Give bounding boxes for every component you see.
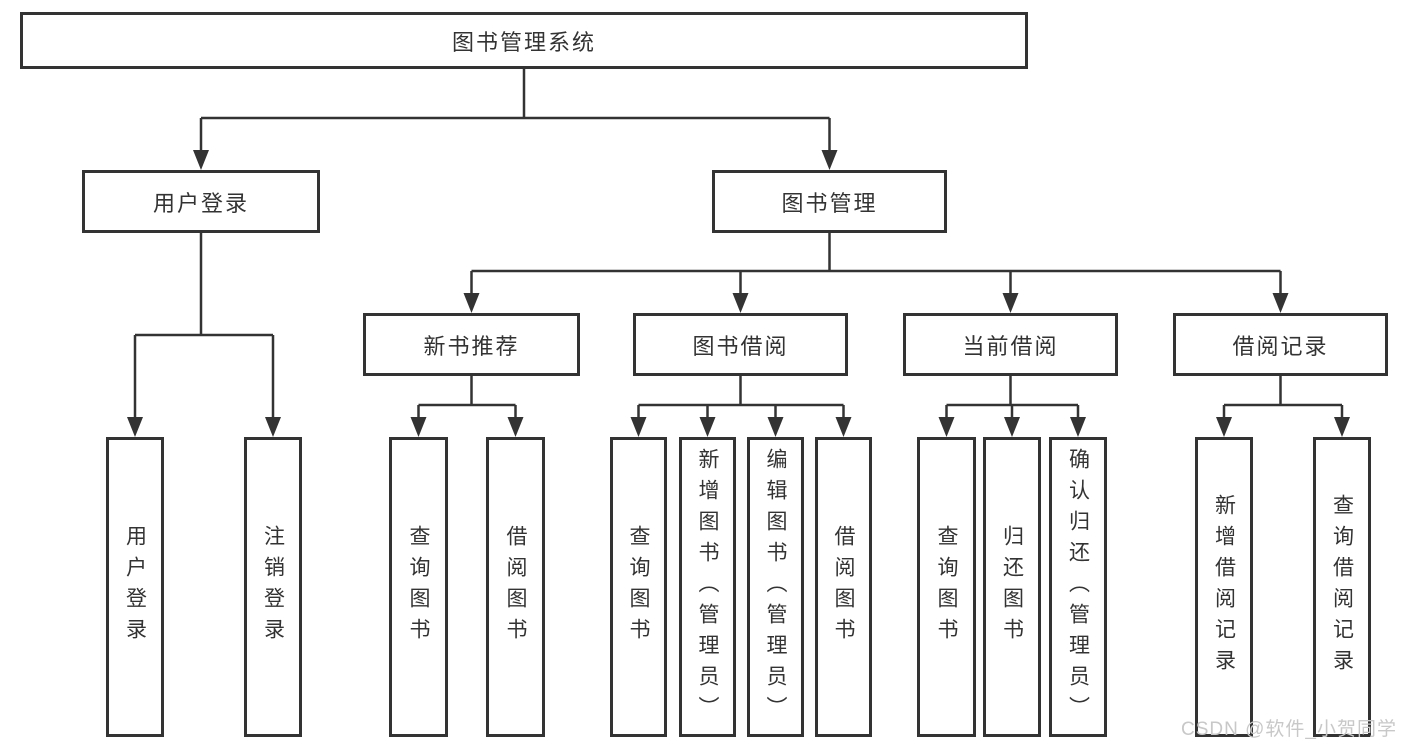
leaf-query-borrow-record: 查询借阅记录 (1313, 437, 1371, 737)
leaf-label: 确认归还（管理员） (1066, 447, 1090, 727)
leaf-label: 编辑图书（管理员） (764, 447, 787, 727)
connector-path (133, 69, 1344, 419)
leaf-label: 新增图书（管理员） (696, 447, 719, 727)
leaf-label: 查询图书 (935, 525, 958, 649)
leaf-label: 查询借阅记录 (1330, 494, 1354, 680)
node-new-book-recommend: 新书推荐 (363, 313, 580, 376)
leaf-label: 查询图书 (627, 525, 650, 649)
arrowheads (127, 150, 1350, 437)
node-user-login: 用户登录 (82, 170, 320, 233)
node-current-borrowing: 当前借阅 (903, 313, 1118, 376)
leaf-label: 归还图书 (1000, 525, 1024, 649)
leaf-label: 用户登录 (123, 525, 147, 649)
node-library-system: 图书管理系统 (20, 12, 1028, 69)
leaf-label: 查询图书 (407, 525, 430, 649)
node-book-management: 图书管理 (712, 170, 947, 233)
leaf-query-books-recommend: 查询图书 (389, 437, 448, 737)
leaf-borrow-books-borrowing: 借阅图书 (815, 437, 872, 737)
leaf-query-books-current: 查询图书 (917, 437, 976, 737)
leaf-user-login: 用户登录 (106, 437, 164, 737)
leaf-label: 注销登录 (261, 525, 285, 649)
leaf-label: 借阅图书 (832, 525, 855, 649)
leaf-logout: 注销登录 (244, 437, 302, 737)
leaf-borrow-books-recommend: 借阅图书 (486, 437, 545, 737)
leaf-edit-book-admin: 编辑图书（管理员） (747, 437, 804, 737)
leaf-confirm-return-admin: 确认归还（管理员） (1049, 437, 1107, 737)
node-borrowing-records: 借阅记录 (1173, 313, 1388, 376)
leaf-add-borrow-record: 新增借阅记录 (1195, 437, 1253, 737)
leaf-label: 借阅图书 (504, 525, 527, 649)
leaf-return-book: 归还图书 (983, 437, 1041, 737)
leaf-query-books-borrowing: 查询图书 (610, 437, 667, 737)
node-book-borrowing: 图书借阅 (633, 313, 848, 376)
leaf-add-book-admin: 新增图书（管理员） (679, 437, 736, 737)
leaf-label: 新增借阅记录 (1212, 494, 1236, 680)
csdn-watermark: CSDN @软件_小贺同学 (1181, 719, 1397, 740)
